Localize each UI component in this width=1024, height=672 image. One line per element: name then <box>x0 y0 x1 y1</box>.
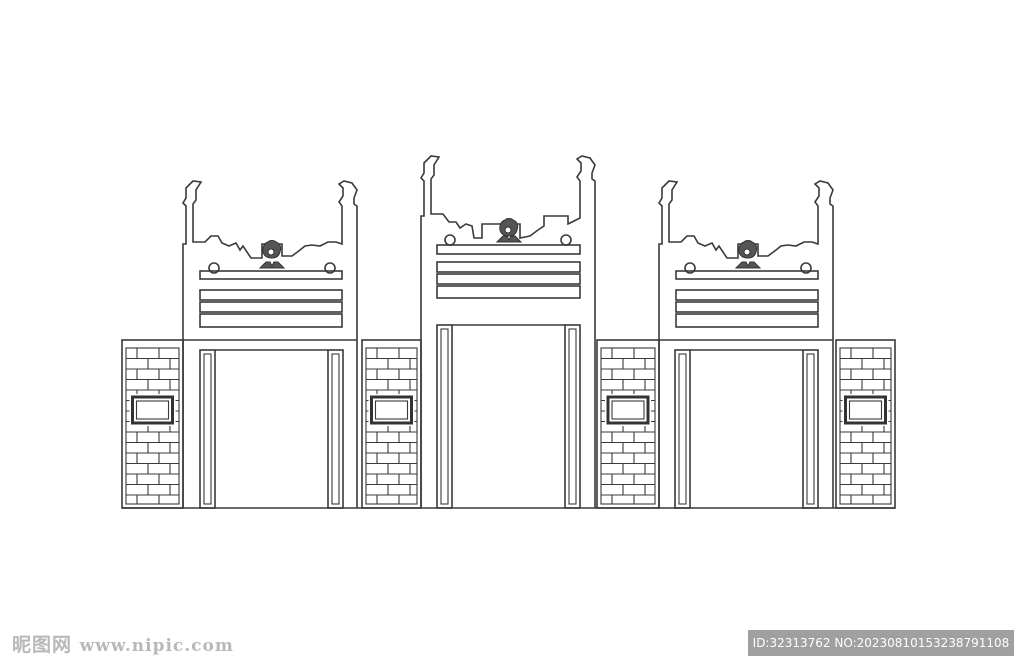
watermark-site: www.nipic.com <box>79 636 234 656</box>
watermark-brand: 昵图网 <box>12 634 73 656</box>
left-gate <box>181 180 358 509</box>
wall-1 <box>121 339 184 509</box>
wall-plaque <box>844 395 887 425</box>
wall-2 <box>361 339 422 509</box>
wall-plaque <box>131 395 174 425</box>
watermark-id-badge: ID:32313762 NO:20230810153238791108 <box>748 630 1014 656</box>
wall-4 <box>835 339 896 509</box>
watermark-left: 昵图网 www.nipic.com <box>12 630 234 657</box>
wall-plaque <box>370 395 413 425</box>
right-gate <box>657 180 834 509</box>
center-gate <box>419 155 596 509</box>
wall-plaque <box>606 395 650 425</box>
wall-3 <box>596 339 660 509</box>
